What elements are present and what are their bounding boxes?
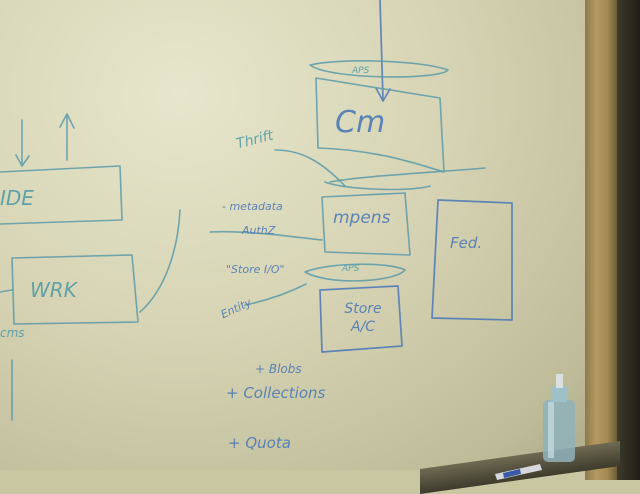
api-label-top: APS <box>352 66 370 76</box>
cm-connector <box>329 167 486 183</box>
store-line <box>244 283 307 306</box>
api-ellipse-mid <box>304 263 406 282</box>
bullet-blobs: + Blobs <box>255 362 302 376</box>
bullet-quota: + Quota <box>228 434 291 452</box>
down-arrow-left <box>15 119 30 167</box>
wrk-connector <box>0 289 13 293</box>
authz-line <box>209 230 323 241</box>
store-io-label: "Store I/O" <box>226 263 285 276</box>
wrk-label: WRK <box>30 278 77 302</box>
whiteboard-frame <box>585 0 617 480</box>
mpens-box <box>321 192 411 256</box>
thrift-arrow <box>274 149 346 187</box>
bracket-curve <box>139 209 181 313</box>
background-wall <box>617 0 640 480</box>
wrk-box <box>11 254 139 325</box>
marker-pen <box>495 464 542 480</box>
metadata-label: - metadata <box>222 200 283 213</box>
store-box <box>319 285 403 353</box>
cm-box <box>315 77 445 173</box>
cleaner-bottle <box>543 374 575 462</box>
up-arrow-left <box>59 113 75 161</box>
store-label: Store A/C <box>344 301 382 335</box>
ide-label: IDE <box>0 186 34 210</box>
cm-label: Cm <box>335 105 386 140</box>
fed-label: Fed. <box>450 234 483 252</box>
api-label-mid: APS <box>342 264 360 274</box>
api-ellipse-top <box>309 60 449 78</box>
input-arrow <box>375 0 391 102</box>
ide-box <box>0 165 123 225</box>
authz-label: AuthZ <box>242 224 276 237</box>
fed-box <box>431 199 513 321</box>
mpens-label: mpens <box>333 208 391 228</box>
whiteboard-surface <box>0 0 600 470</box>
bullet-collections: + Collections <box>226 384 326 402</box>
cm-connector-2 <box>324 181 431 191</box>
diagram-strokes <box>0 0 513 421</box>
cms-label: cms <box>0 326 25 340</box>
